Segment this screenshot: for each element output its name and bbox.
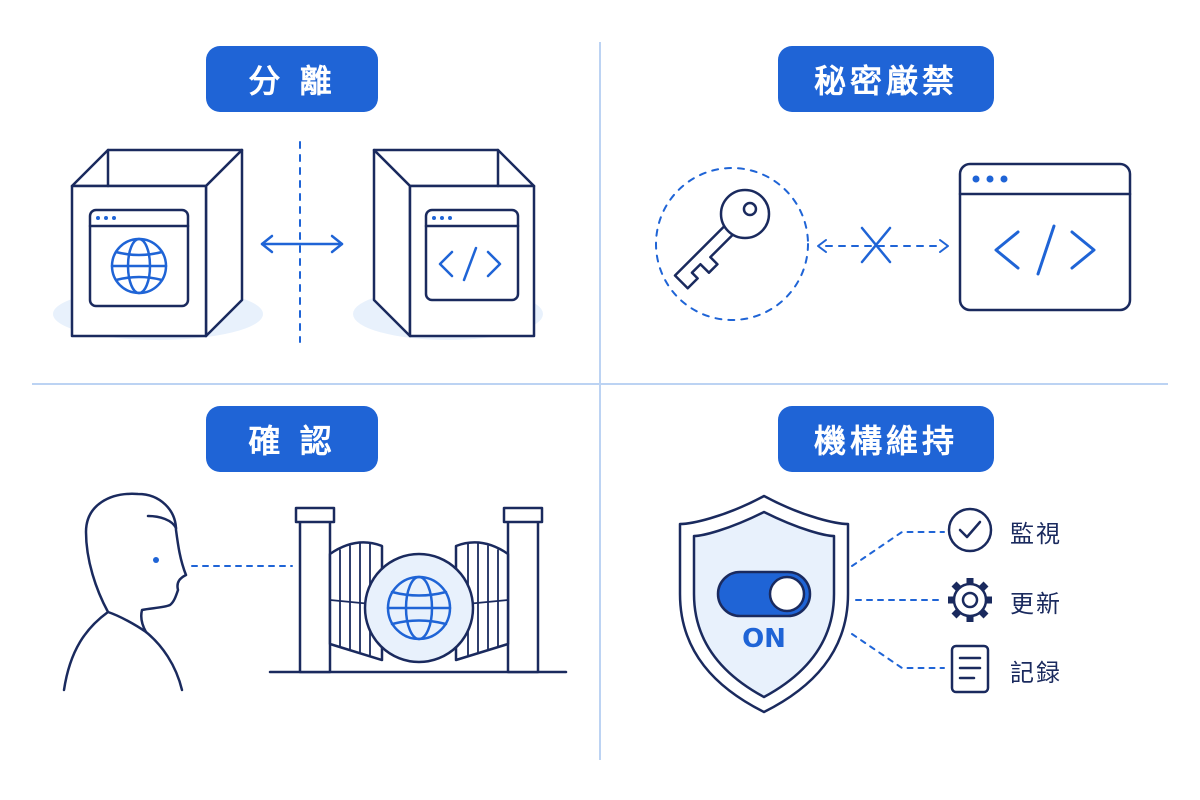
person-profile-icon (62, 492, 188, 692)
secrecy-title-pill: 秘密厳禁 (778, 46, 994, 112)
verification-panel (62, 492, 568, 692)
browser-box-icon (53, 148, 263, 340)
code-window-icon (958, 162, 1132, 312)
toggle-switch-icon (716, 570, 812, 618)
connector-lines (851, 531, 945, 669)
monitor-label: 監視 (1010, 520, 1062, 548)
verification-title-pill: 確 認 (206, 406, 378, 472)
maintenance-title-pill: 機構維持 (778, 406, 994, 472)
code-box-icon (353, 148, 543, 340)
gate-icon (268, 506, 568, 674)
code-brackets-icon (438, 246, 502, 282)
update-label: 更新 (1010, 590, 1062, 618)
globe-icon (110, 237, 168, 295)
secrecy-panel (655, 162, 1132, 321)
double-arrow-icon (260, 234, 344, 254)
document-icon (950, 644, 990, 694)
secrecy-title: 秘密厳禁 (813, 62, 958, 100)
key-dashed-circle (655, 167, 809, 321)
maintenance-panel (678, 494, 993, 714)
blocked-connection-icon (817, 226, 949, 264)
separation-title-pill: 分 離 (206, 46, 378, 112)
separation-title: 分 離 (248, 62, 336, 100)
key-icon (673, 188, 771, 290)
globe-icon (386, 575, 452, 641)
record-label: 記録 (1010, 659, 1062, 687)
shield-icon (678, 494, 850, 714)
check-circle-icon (947, 507, 993, 553)
maintenance-title: 機構維持 (813, 422, 958, 460)
separation-panel (53, 141, 543, 343)
gear-icon (948, 578, 992, 622)
toggle-on-label: ON (742, 624, 786, 654)
verification-title: 確 認 (248, 422, 336, 460)
